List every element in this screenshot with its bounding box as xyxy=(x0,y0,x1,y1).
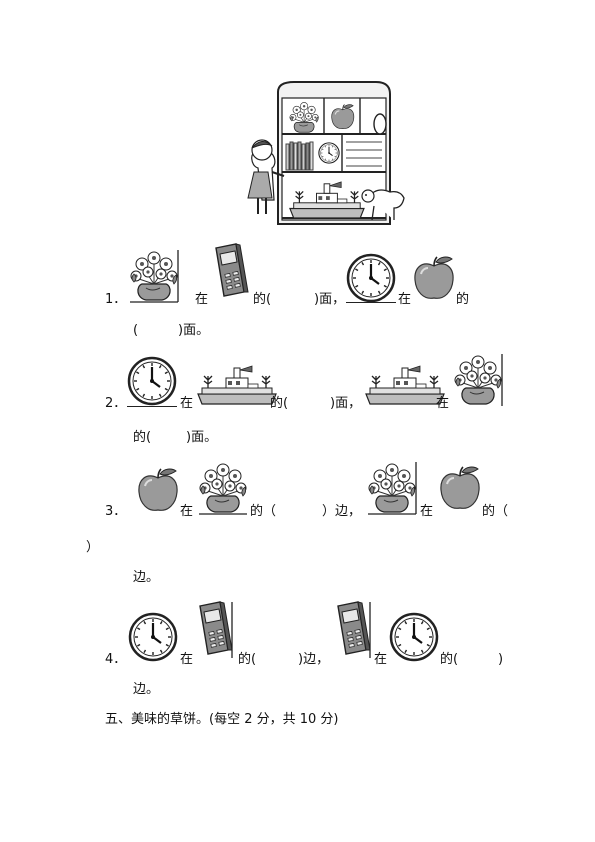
q2-cont-close: )面。 xyxy=(186,430,218,445)
flower-pot-icon xyxy=(197,460,251,516)
q4-side-1: )边， xyxy=(298,652,330,667)
apple-icon xyxy=(412,256,456,302)
q2-in-2: 在 xyxy=(436,396,450,411)
q3-of-2: 的（ xyxy=(482,504,509,519)
q3-wrap: ） xyxy=(86,540,100,555)
q4-cont: 边。 xyxy=(133,682,160,697)
calculator-icon xyxy=(210,242,252,302)
flower-pot-icon xyxy=(128,248,182,304)
q3-cont: 边。 xyxy=(133,570,160,585)
flower-pot-icon xyxy=(366,460,420,516)
q4-close: ) xyxy=(498,652,504,667)
q3-in-2: 在 xyxy=(420,504,434,519)
underline xyxy=(346,302,396,303)
q3-in-1: 在 xyxy=(180,504,194,519)
q4-in-2: 在 xyxy=(374,652,388,667)
clock-icon xyxy=(346,253,396,303)
clock-icon xyxy=(389,612,439,662)
apple-icon xyxy=(136,468,180,514)
q2-in-1: 在 xyxy=(180,396,194,411)
underline xyxy=(127,406,177,407)
calculator-icon xyxy=(194,600,236,660)
calculator-icon xyxy=(332,600,374,660)
toy-boat-icon xyxy=(196,364,280,406)
bookcase-scene xyxy=(244,80,414,230)
q4-of-2: 的( xyxy=(440,652,459,667)
q1-number: 1． xyxy=(105,292,127,307)
q4-in-1: 在 xyxy=(180,652,194,667)
q1-in-2: 在 xyxy=(398,292,412,307)
flower-pot-icon xyxy=(452,352,506,408)
q3-side-1: ）边， xyxy=(322,504,362,519)
q1-of: 的( xyxy=(253,292,272,307)
q2-number: 2． xyxy=(105,396,127,411)
q1-face-1: )面， xyxy=(314,292,346,307)
q3-number: 3． xyxy=(105,504,127,519)
q2-of: 的( xyxy=(270,396,289,411)
clock-icon xyxy=(128,612,178,662)
q4-number: 4． xyxy=(105,652,127,667)
apple-icon xyxy=(438,466,482,512)
q2-cont-open: 的( xyxy=(133,430,152,445)
clock-icon xyxy=(127,356,177,406)
q1-of-2: 的 xyxy=(456,292,470,307)
section-five-heading: 五、美味的草饼。(每空 2 分，共 10 分) xyxy=(105,712,339,727)
q1-cont-open: ( xyxy=(133,323,139,338)
q2-face-1: )面， xyxy=(330,396,362,411)
q1-cont-close: )面。 xyxy=(178,323,210,338)
q3-of: 的（ xyxy=(250,504,277,519)
q4-of: 的( xyxy=(238,652,257,667)
q1-in-1: 在 xyxy=(195,292,209,307)
